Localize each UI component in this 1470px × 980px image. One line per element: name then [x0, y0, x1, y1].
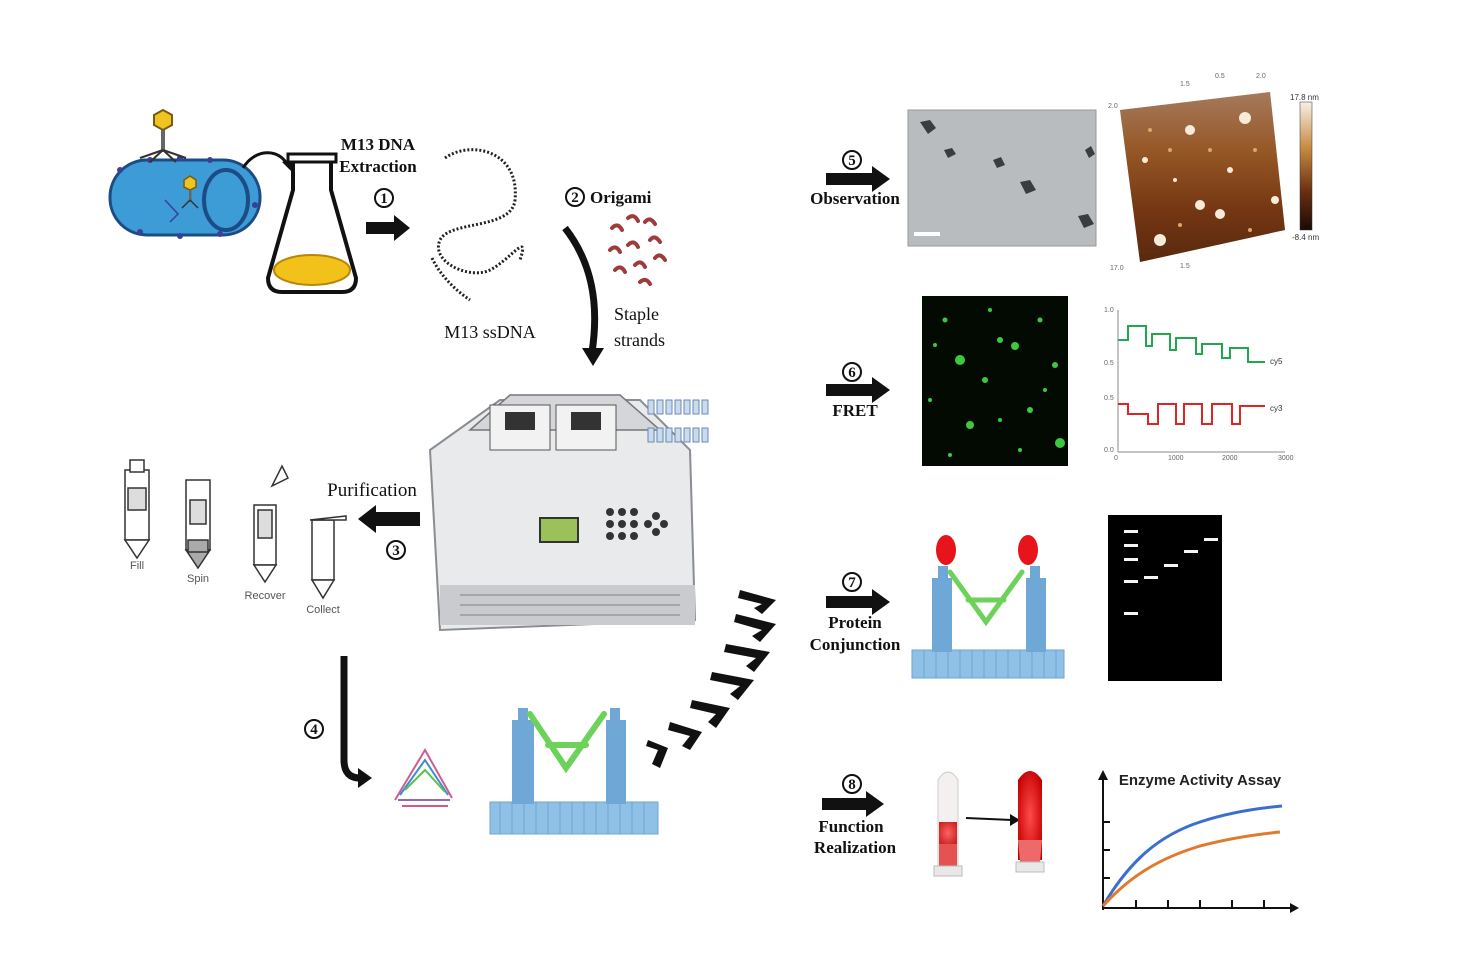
- dna-origami-model-icon: [394, 748, 453, 807]
- step7-label-line1: Protein: [828, 613, 882, 632]
- svg-text:0.0: 0.0: [1104, 447, 1114, 454]
- protein-right: [1018, 535, 1038, 565]
- tube-before: [933, 771, 963, 877]
- step1-label-line1: M13 DNA: [341, 135, 416, 154]
- step3-number: 3: [392, 543, 400, 559]
- tube-arrow-icon: [1010, 814, 1020, 826]
- step2-label: Origami: [590, 188, 652, 207]
- step7-number: 7: [848, 575, 856, 591]
- svg-text:2000: 2000: [1222, 455, 1238, 462]
- ssdna-label: M13 ssDNA: [444, 322, 536, 342]
- filter-tube-spin: [184, 479, 212, 570]
- tube-after: [1015, 771, 1045, 873]
- staple-label-line2: strands: [614, 330, 665, 350]
- tube-label-collect: Collect: [306, 604, 340, 616]
- tube-label-spin: Spin: [187, 573, 209, 585]
- svg-text:17.0: 17.0: [1110, 265, 1124, 272]
- step7-label-line2: Conjunction: [810, 635, 901, 654]
- step2-number: 2: [571, 190, 579, 206]
- step5-number: 5: [848, 153, 856, 169]
- curved-arrow-icon: [241, 151, 290, 169]
- fluorescence-image: [922, 296, 1068, 466]
- svg-text:2.0: 2.0: [1108, 103, 1118, 110]
- step5-arrow-icon: [826, 166, 890, 192]
- step8-arrow-icon: [822, 791, 884, 817]
- svg-text:0.5: 0.5: [1215, 73, 1225, 80]
- step6-number: 6: [848, 365, 856, 381]
- enzyme-curve-orange: [1101, 830, 1281, 908]
- afm-3d-image: 2.0 1.5 0.5 2.0 17.0 1.5: [1108, 73, 1313, 272]
- svg-text:0.5: 0.5: [1104, 395, 1114, 402]
- step8-label-line2: Realization: [814, 838, 897, 857]
- afm-scale-max: 17.8 nm: [1290, 93, 1319, 102]
- svg-text:1.0: 1.0: [1104, 307, 1114, 314]
- pcr-tubes-icon: [647, 399, 709, 443]
- step3-label: Purification: [327, 480, 417, 501]
- chevron-path-icon: [646, 590, 776, 768]
- origami-protein-conjugate: [911, 535, 1065, 679]
- svg-text:0: 0: [1114, 455, 1118, 462]
- svg-text:0.5: 0.5: [1104, 360, 1114, 367]
- step8-label-line1: Function: [818, 817, 884, 836]
- step6-label: FRET: [832, 401, 878, 420]
- step5-label: Observation: [810, 189, 900, 208]
- bacterium-with-phage: [108, 108, 262, 239]
- step1-arrow-icon: [366, 215, 410, 241]
- culture-flask-icon: [265, 152, 359, 294]
- tem-micrograph: [907, 109, 1097, 247]
- svg-text:2.0: 2.0: [1256, 73, 1266, 80]
- pcr-thermocycler: [428, 394, 697, 632]
- step6-arrow-icon: [826, 377, 890, 403]
- staple-strands-icon: [608, 214, 667, 286]
- svg-text:1.5: 1.5: [1180, 263, 1190, 270]
- step1-number: 1: [380, 191, 388, 207]
- step3-arrow-icon: [358, 505, 420, 533]
- ssdna-strand: [430, 148, 525, 302]
- gel-electrophoresis: [1108, 515, 1222, 681]
- enzyme-activity-chart: [1098, 770, 1299, 913]
- afm-scale-min: -8.4 nm: [1292, 233, 1319, 242]
- fret-cy3-label: cy3: [1270, 404, 1283, 413]
- staple-label-line1: Staple: [614, 304, 659, 324]
- svg-text:1.5: 1.5: [1180, 81, 1190, 88]
- fret-cy5-label: cy5: [1270, 357, 1283, 366]
- svg-text:1000: 1000: [1168, 455, 1184, 462]
- tube-label-recover: Recover: [245, 590, 286, 602]
- enzyme-curve-blue: [1101, 804, 1283, 907]
- step7-arrow-icon: [826, 589, 890, 615]
- filter-tube-fill: [123, 459, 151, 560]
- step2-arrow-icon: [562, 225, 599, 353]
- filter-tube-recover: [252, 464, 290, 584]
- step1-label-line2: Extraction: [339, 157, 417, 176]
- origami-v-structure: [489, 708, 659, 835]
- svg-text:3000: 3000: [1278, 455, 1294, 462]
- filter-tube-collect: [309, 515, 347, 600]
- step4-number: 4: [310, 722, 318, 738]
- protein-left: [936, 535, 956, 565]
- step4-arrow-icon: [340, 656, 361, 782]
- fret-trace-plot: 1.0 0.5 0.5 0.0 0 1000 2000 3000: [1104, 307, 1294, 462]
- tube-label-fill: Fill: [130, 560, 144, 572]
- enzyme-chart-title: Enzyme Activity Assay: [1119, 772, 1282, 789]
- step8-number: 8: [848, 777, 856, 793]
